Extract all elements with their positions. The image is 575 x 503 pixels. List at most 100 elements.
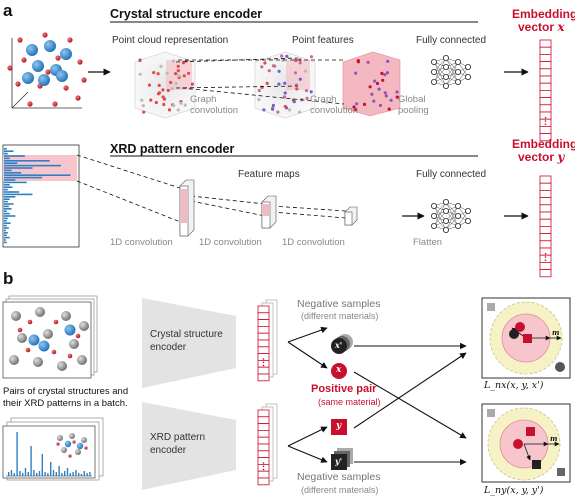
point-node <box>138 72 142 76</box>
xrd-peak <box>4 184 10 186</box>
point-node <box>174 72 178 76</box>
fc-edge <box>433 61 447 87</box>
xrd-peak <box>4 212 10 215</box>
point-node <box>354 107 358 111</box>
ellipsis-dot <box>544 123 547 125</box>
embedding-cell <box>257 325 270 334</box>
negative-samples-top: Negative samples <box>297 298 381 310</box>
xrd-peak <box>30 446 32 476</box>
point-node <box>277 82 281 86</box>
negative-samples-bottom: Negative samples <box>297 471 381 483</box>
panel-label-a: a <box>3 1 13 20</box>
xrd-peak <box>16 432 18 476</box>
xrd-peak <box>33 470 35 476</box>
xrd-peak <box>22 473 24 476</box>
point-node <box>297 110 302 114</box>
xrd-peak <box>61 473 63 476</box>
point-node <box>142 110 146 114</box>
point-node <box>304 89 309 93</box>
fc-edge <box>433 57 447 73</box>
point-node <box>283 104 287 109</box>
fc-edge <box>433 66 447 83</box>
fc-edge <box>433 57 447 83</box>
xrd-peak <box>4 157 10 160</box>
node-x-label: x <box>336 365 342 375</box>
xrd-peak <box>4 208 12 210</box>
margin-label-bottom: m <box>550 434 558 443</box>
node-x-prime-label: x' <box>335 340 343 350</box>
fc-edge <box>457 210 469 227</box>
graph-conv-label-1a: Graph <box>190 94 217 105</box>
point-node <box>172 103 176 108</box>
xrd-peak <box>4 160 50 162</box>
embedding-cell <box>257 346 270 354</box>
embedding-cell <box>257 312 270 320</box>
fc-edge <box>445 61 459 87</box>
pairs-caption-line1: Pairs of crystal structures and <box>3 386 129 397</box>
xrd-peak <box>4 188 8 191</box>
xrd-peak <box>4 155 25 157</box>
embedding-cell <box>539 46 552 55</box>
point-node <box>267 69 271 73</box>
positive-node-y <box>331 419 347 435</box>
embedding-cell <box>257 319 270 327</box>
gray-atom <box>69 433 75 439</box>
fc-neuron <box>442 64 449 71</box>
feature-map-3 <box>344 206 358 226</box>
gray-atom <box>79 321 89 331</box>
fc-edge <box>433 205 447 231</box>
ellipsis-dot <box>544 116 547 119</box>
xrd-peak <box>69 473 71 476</box>
fc-edge <box>433 71 447 87</box>
point-node <box>283 81 287 85</box>
xrd-peak <box>4 205 9 208</box>
fc-neuron <box>454 79 461 86</box>
embedding-cell <box>539 189 552 198</box>
point-node <box>265 81 269 85</box>
gray-atom <box>57 435 63 441</box>
node-y-prime-label: y' <box>335 456 343 466</box>
xrd-encoder-title: XRD pattern encoder <box>110 142 235 156</box>
conv-label-3: 1D convolution <box>282 237 345 248</box>
embedding-cell <box>257 429 270 438</box>
point-node <box>263 61 267 65</box>
gray-atom <box>77 355 87 365</box>
gray-atom <box>11 311 21 321</box>
xrd-peak <box>4 229 6 232</box>
oxygen-atom <box>51 349 57 355</box>
oxygen-atom <box>53 319 59 325</box>
point-node <box>138 58 142 63</box>
xrd-peak <box>4 172 22 174</box>
fc-edge <box>433 201 447 217</box>
oxygen-atom <box>45 69 51 75</box>
xrd-peak <box>52 470 55 476</box>
metal-atom <box>56 70 68 82</box>
oxygen-atom <box>25 347 31 353</box>
conv-label-2: 1D convolution <box>199 237 262 248</box>
point-node <box>292 100 296 104</box>
point-node <box>381 78 385 82</box>
embedding-vector-y <box>539 175 552 278</box>
xrd-peak <box>47 473 49 476</box>
xrd-pattern-thumbnail <box>2 144 80 248</box>
xrd-peak <box>13 473 15 476</box>
conv-label-1: 1D convolution <box>110 237 173 248</box>
point-node <box>294 58 298 63</box>
xrd-peak <box>4 193 33 196</box>
point-node <box>271 64 275 68</box>
xrd-peak <box>89 472 91 476</box>
ellipsis-dot <box>544 259 547 261</box>
pairs-caption-line2: their XRD patterns in a batch. <box>3 398 128 409</box>
loss-label-top: L_nx(x, y, x') <box>484 380 544 391</box>
embedding-cell <box>539 126 552 135</box>
metal-atom <box>60 48 72 60</box>
point-node <box>167 108 172 112</box>
metal-atom <box>22 72 34 84</box>
oxygen-atom <box>15 81 21 87</box>
point-node <box>157 83 161 87</box>
fc-neuron <box>430 212 437 219</box>
xrd-peak <box>4 232 8 234</box>
embedding-cell <box>539 211 552 220</box>
point-node <box>378 103 383 107</box>
